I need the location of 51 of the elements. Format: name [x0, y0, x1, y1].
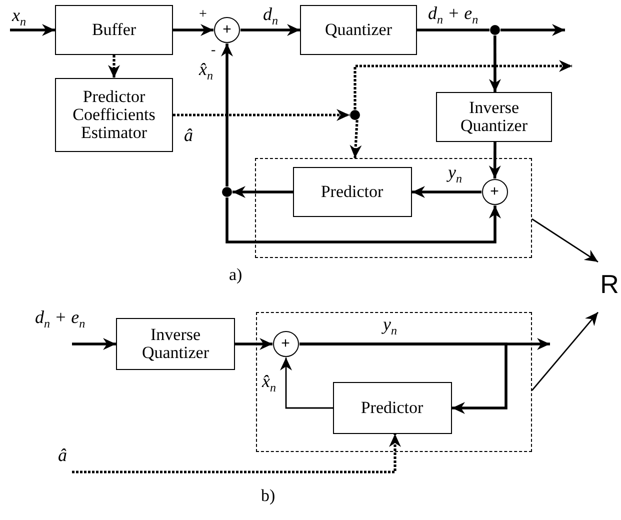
arrow	[488, 142, 501, 178]
edge-label: x$_{n}$	[12, 6, 26, 28]
arrow	[240, 24, 300, 36]
arrow	[412, 186, 482, 198]
arrow	[173, 24, 214, 36]
sign-label: +	[199, 8, 207, 22]
arrow	[488, 36, 501, 92]
dashed-group-box	[255, 158, 532, 258]
summing-junction: +	[214, 17, 240, 43]
dashed-group-box	[256, 312, 532, 452]
arrow	[173, 109, 350, 121]
arrow	[221, 44, 233, 186]
arrow	[350, 120, 362, 158]
process-box: Predictor	[292, 166, 412, 216]
arrow	[531, 312, 599, 391]
arrow	[280, 358, 333, 409]
junction-dot	[222, 187, 232, 197]
process-box: Quantizer	[300, 5, 417, 55]
edge-label: d$_{n}$ + e$_{n}$	[35, 308, 86, 330]
arrow	[232, 186, 293, 198]
edge-label: d$_{n}$	[263, 5, 278, 27]
output-label: R	[598, 250, 621, 320]
edge-label: â	[184, 126, 193, 144]
arrow	[72, 434, 401, 474]
process-box: Predictor	[332, 382, 452, 434]
edge-label: â	[58, 446, 67, 464]
arrow	[235, 338, 272, 350]
panel-label: a)	[229, 266, 242, 283]
arrow	[226, 198, 501, 244]
process-box: Inverse Quantizer	[436, 92, 552, 142]
arrow	[108, 55, 120, 78]
junction-dot	[490, 25, 500, 35]
edge-label: x̂$_{n}$	[262, 372, 276, 394]
arrow	[72, 338, 116, 350]
process-box: Buffer	[55, 5, 173, 55]
arrow	[532, 218, 598, 262]
summing-junction: +	[482, 178, 508, 204]
panel-label: b)	[261, 487, 276, 504]
arrow	[354, 60, 572, 110]
process-box: Predictor Coefficients Estimator	[55, 78, 173, 152]
edge-label: d$_{n}$ + e$_{n}$	[428, 4, 478, 26]
edge-label: y$_{n}$	[448, 163, 462, 185]
arrow	[10, 24, 55, 36]
arrow	[300, 342, 508, 414]
process-box: Inverse Quantizer	[116, 318, 235, 370]
summing-junction: +	[272, 330, 298, 356]
edge-label: y$_{n}$	[383, 315, 397, 337]
junction-dot	[350, 110, 360, 120]
sign-label: -	[211, 44, 216, 58]
arrow	[500, 24, 565, 36]
edge-label: x̂$_{n}$	[199, 60, 213, 82]
